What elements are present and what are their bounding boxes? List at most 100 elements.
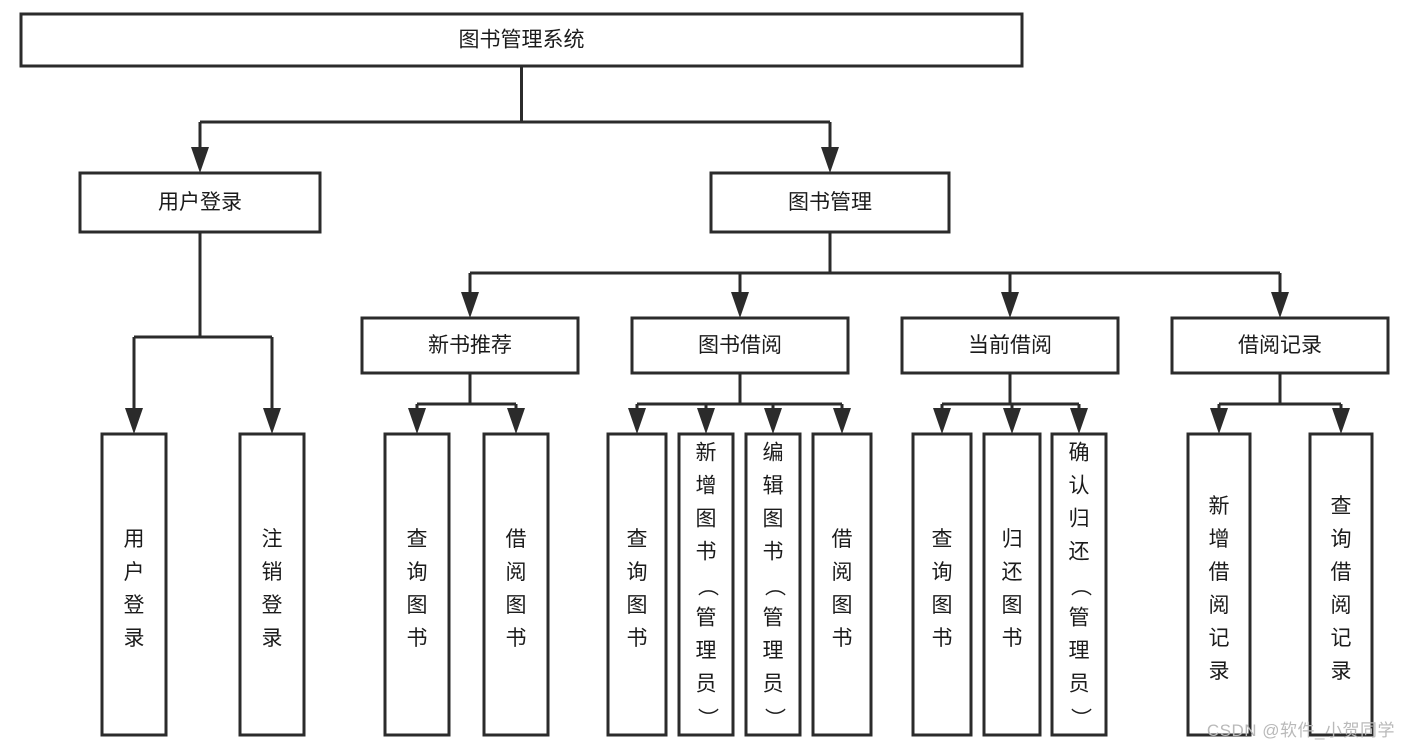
node-label-char: 图 [763, 508, 784, 531]
node-leaf-query-book-a[interactable]: 查询图书查询图书 [383, 432, 451, 737]
node-new-book-rec[interactable]: 新书推荐 [360, 316, 580, 375]
node-book-manage[interactable]: 图书管理 [709, 171, 951, 234]
node-label-char: 书 [932, 627, 953, 650]
node-leaf-query-book-c[interactable]: 查询图书查询图书 [911, 432, 973, 737]
node-label-char: 户 [124, 561, 145, 584]
node-box [709, 171, 951, 234]
node-label-char: 还 [1002, 561, 1023, 584]
node-label-char: 理 [1069, 640, 1090, 663]
node-box [630, 316, 850, 375]
node-box [78, 171, 322, 234]
node-label-char: 借 [506, 528, 527, 551]
node-label-char: 阅 [506, 561, 527, 584]
node-label-char: 书 [627, 627, 648, 650]
node-label-char: 认 [1069, 475, 1090, 498]
node-user-login[interactable]: 用户登录 [78, 171, 322, 234]
arrow-head-icon [731, 292, 749, 318]
arrow-head-icon [1271, 292, 1289, 318]
arrow-head-icon [628, 408, 646, 434]
node-book-borrow[interactable]: 图书借阅 [630, 316, 850, 375]
node-leaf-logout[interactable]: 注销登录注销登录 [238, 432, 306, 737]
node-label-char: 书 [832, 627, 853, 650]
node-label: 当前借阅 [968, 334, 1052, 357]
node-current-borrow[interactable]: 当前借阅 [900, 316, 1120, 375]
node-label-char: （ [695, 576, 718, 597]
node-label-char: 理 [763, 640, 784, 663]
node-leaf-add-record[interactable]: 新增借阅记录新增借阅记录 [1186, 432, 1252, 737]
node-label-char: 书 [407, 627, 428, 650]
node-leaf-return-book[interactable]: 归还图书归还图书 [982, 432, 1042, 737]
node-box [238, 432, 306, 737]
node-label: 图书管理 [788, 191, 872, 214]
node-box [100, 432, 168, 737]
node-box [744, 432, 802, 737]
node-label-char: 询 [1331, 528, 1352, 551]
node-label-char: 图 [696, 508, 717, 531]
node-box [383, 432, 451, 737]
arrow-head-icon [764, 408, 782, 434]
node-leaf-query-record[interactable]: 查询借阅记录查询借阅记录 [1308, 432, 1374, 737]
node-label-char: 书 [506, 627, 527, 650]
node-label-char: 记 [1209, 627, 1230, 650]
node-label-char: 记 [1331, 627, 1352, 650]
node-label: 图书借阅 [698, 334, 782, 357]
node-box [1050, 432, 1108, 737]
node-label-char: 图 [932, 594, 953, 617]
node-box [1170, 316, 1390, 375]
arrow-head-icon [1332, 408, 1350, 434]
node-label-char: 图 [506, 594, 527, 617]
arrow-head-icon [1003, 408, 1021, 434]
node-label-char: 借 [1209, 561, 1230, 584]
node-label-char: 查 [932, 528, 953, 551]
node-label-char: 录 [124, 627, 145, 650]
arrow-head-icon [191, 147, 209, 173]
node-label-char: 询 [627, 561, 648, 584]
node-label-char: 理 [696, 640, 717, 663]
node-label-char: 增 [696, 475, 717, 498]
node-label-char: 借 [832, 528, 853, 551]
node-leaf-user-login[interactable]: 用户登录用户登录 [100, 432, 168, 737]
node-label-char: 登 [262, 594, 283, 617]
node-label-char: 录 [262, 627, 283, 650]
node-label-char: 查 [407, 528, 428, 551]
arrow-head-icon [263, 408, 281, 434]
node-label-char: 新 [696, 442, 717, 465]
node-label-char: 询 [407, 561, 428, 584]
node-label-char: 管 [763, 607, 784, 630]
node-label-char: 登 [124, 594, 145, 617]
node-label-char: 新 [1209, 495, 1230, 518]
node-leaf-borrow-book-b[interactable]: 借阅图书借阅图书 [811, 432, 873, 737]
node-label-char: 阅 [1331, 594, 1352, 617]
node-box [19, 12, 1024, 68]
node-label-char: （ [1068, 576, 1091, 597]
node-label-char: 管 [1069, 607, 1090, 630]
node-label-char: 增 [1209, 528, 1230, 551]
node-root[interactable]: 图书管理系统 [19, 12, 1024, 68]
arrow-head-icon [1070, 408, 1088, 434]
node-label-char: 录 [1331, 660, 1352, 683]
node-label-char: 图 [832, 594, 853, 617]
node-label-char: 书 [763, 541, 784, 564]
node-label: 用户登录 [158, 191, 242, 214]
node-leaf-borrow-book-a[interactable]: 借阅图书借阅图书 [482, 432, 550, 737]
node-label-char: 阅 [832, 561, 853, 584]
node-label-char: 阅 [1209, 594, 1230, 617]
node-label-char: 员 [696, 673, 717, 696]
node-box [482, 432, 550, 737]
node-box [900, 316, 1120, 375]
node-label-char: 图 [627, 594, 648, 617]
node-leaf-query-book-b[interactable]: 查询图书查询图书 [606, 432, 668, 737]
arrow-head-icon [833, 408, 851, 434]
node-borrow-record[interactable]: 借阅记录 [1170, 316, 1390, 375]
node-box [1308, 432, 1374, 737]
arrow-head-icon [125, 408, 143, 434]
node-label-char: （ [762, 576, 785, 597]
node-label: 新书推荐 [428, 334, 512, 357]
node-label-char: 注 [262, 528, 283, 551]
node-label-char: ） [1068, 708, 1091, 729]
